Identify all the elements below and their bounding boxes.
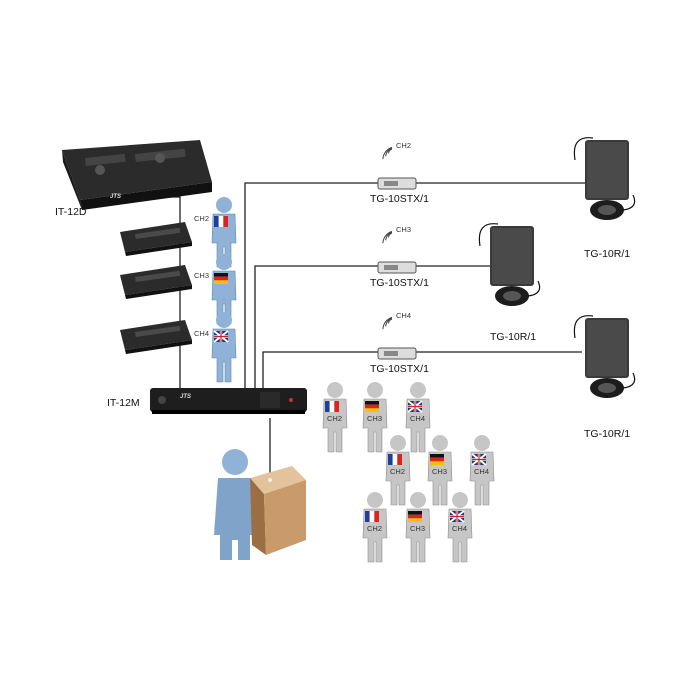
wire-ch2: [244, 182, 590, 388]
brand-logo: JTS: [110, 194, 121, 200]
person-figure: CH2: [362, 492, 388, 563]
channel-label: CH2: [194, 214, 209, 223]
france-flag-icon: [388, 454, 402, 465]
channel-label: CH3: [367, 414, 382, 423]
earphone-icon: [495, 280, 541, 306]
interpreter-desk: [120, 320, 192, 354]
channel-label: CH3: [410, 524, 425, 533]
channel-label: CH4: [396, 311, 411, 320]
receiver-label: TG-10R/1: [584, 428, 630, 440]
uk-flag-icon: [449, 510, 465, 523]
person-figure: CH3: [405, 492, 431, 563]
earphone-icon: [590, 194, 636, 220]
germany-flag-icon: [408, 511, 422, 522]
channel-label: CH4: [474, 467, 489, 476]
channel-label: CH4: [452, 524, 467, 533]
wireless-signal-icon: [382, 316, 393, 330]
interpreter-desk: [120, 265, 192, 299]
uk-flag-icon: [407, 400, 423, 413]
earphone-icon: [590, 372, 636, 398]
channel-label: CH4: [410, 414, 425, 423]
channel-label: CH4: [194, 329, 209, 338]
person-figure: CH3: [427, 435, 453, 506]
france-flag-icon: [325, 401, 339, 412]
receiver: TG-10R/1: [573, 137, 636, 260]
channel-label: CH2: [327, 414, 342, 423]
transmitter-label: TG-10STX/1: [370, 193, 429, 205]
channel-label: CH2: [396, 141, 411, 150]
channel-label: CH3: [396, 225, 411, 234]
person-figure: CH2: [322, 382, 348, 453]
speaker-at-podium: [214, 449, 306, 560]
interpreter-desks: [120, 222, 192, 354]
it-12m-main-unit: JTS: [150, 388, 307, 414]
channel-label: CH3: [194, 271, 209, 280]
wireless-signal-icon: [382, 146, 393, 160]
person-figure: CH4: [447, 492, 473, 563]
uk-flag-icon: [213, 330, 229, 343]
receiver: TG-10R/1: [478, 223, 541, 343]
transmitter-label: TG-10STX/1: [370, 277, 429, 289]
france-flag-icon: [365, 511, 379, 522]
person-figure: CH4: [469, 435, 495, 506]
germany-flag-icon: [430, 454, 444, 465]
it-12d-console: JTS: [62, 140, 212, 210]
person-figure: CH4: [194, 312, 237, 383]
person-figure: CH3: [362, 382, 388, 453]
uk-flag-icon: [471, 453, 487, 466]
channel-label: CH2: [390, 467, 405, 476]
person-figure: CH2: [194, 197, 237, 268]
receivers: TG-10R/1TG-10R/1TG-10R/1: [478, 137, 636, 440]
it-12d-label: IT-12D: [55, 206, 87, 218]
channel-label: CH2: [367, 524, 382, 533]
france-flag-icon: [214, 216, 228, 227]
interpreter-desk: [120, 222, 192, 256]
person-figure: CH3: [194, 254, 237, 325]
wire-ch4: [262, 351, 582, 388]
transmitter-label: TG-10STX/1: [370, 363, 429, 375]
channel-label: CH3: [432, 467, 447, 476]
germany-flag-icon: [214, 273, 228, 284]
person-figure: CH2: [385, 435, 411, 506]
germany-flag-icon: [365, 401, 379, 412]
receiver: TG-10R/1: [573, 315, 636, 440]
brand-logo: JTS: [180, 394, 191, 400]
receiver-label: TG-10R/1: [490, 331, 536, 343]
it-12m-label: IT-12M: [107, 397, 140, 409]
wireless-signal-icon: [382, 230, 393, 244]
person-figure: CH4: [405, 382, 431, 453]
receiver-label: TG-10R/1: [584, 248, 630, 260]
